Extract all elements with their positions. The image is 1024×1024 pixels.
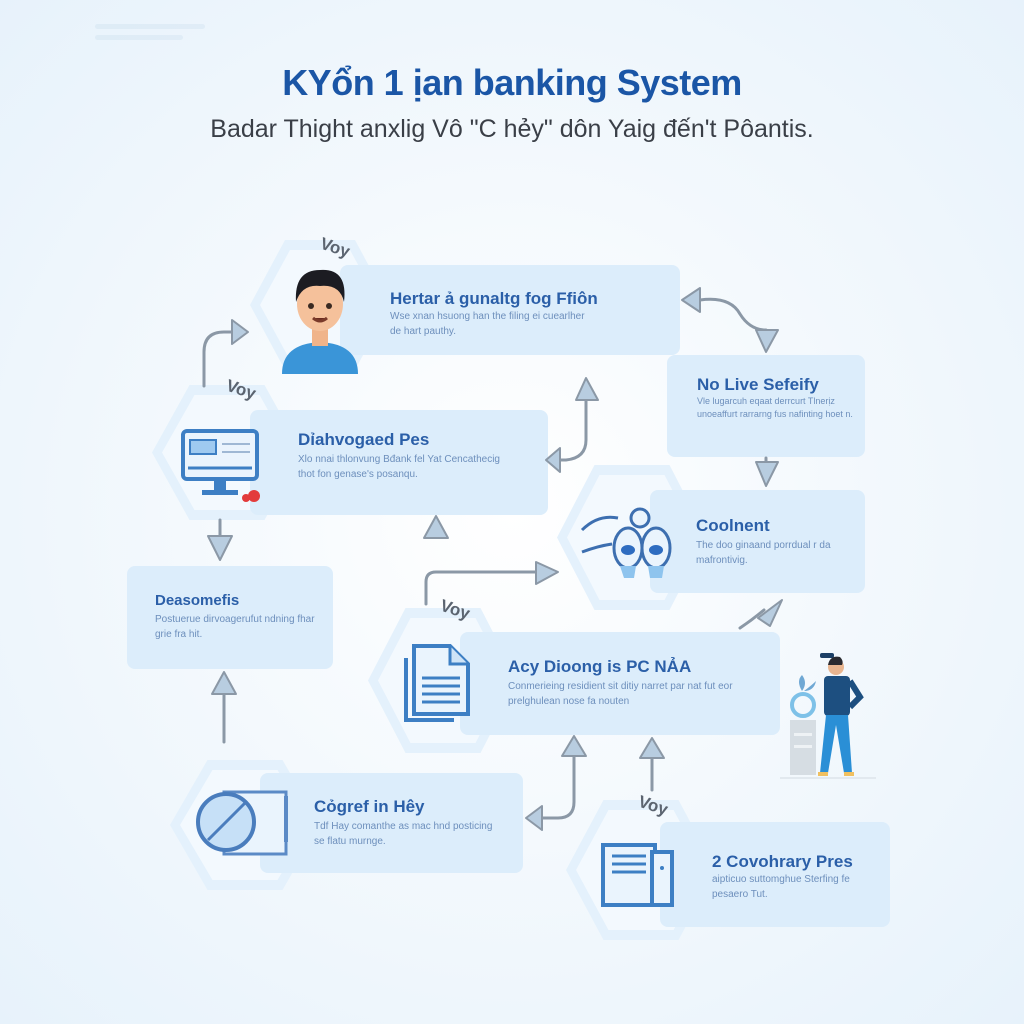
node-4-title: Coolnent	[696, 516, 770, 535]
monitor-icon	[181, 429, 260, 502]
page-subtitle: Badar Thight anxlig Vô "C hẻy" dôn Yaig …	[210, 115, 814, 143]
node-6-card[interactable]: Acy Dioong is PC NẢA Conmerieing residie…	[460, 632, 780, 735]
node-2-title: Dỉahvogaed Pes	[298, 430, 430, 449]
node-4-card[interactable]: Coolnent The doo ginaand porrdual r da m…	[650, 490, 865, 593]
arrow-head	[231, 319, 249, 345]
node-7-title: Cỏgref in Hêy	[314, 797, 425, 816]
page-title: KYổn 1 ịan banking System	[282, 62, 742, 103]
node-5-desc: Postuerue dirvoagerufut ndning fhar grie…	[155, 614, 315, 640]
node-1-title: Hertar ả gunaltg fog Ffiôn	[390, 289, 598, 308]
disc-card-icon	[196, 790, 288, 856]
node-8-card[interactable]: 2 Covohrary Pres aipticuo suttomghue Ste…	[660, 822, 890, 927]
hands-coins-icon	[580, 507, 672, 578]
node-1-desc: Wse xnan hsuong han the filing ei cuearl…	[390, 311, 585, 337]
node-3-title: No Live Sefeify	[697, 375, 819, 394]
node-6-desc: Conmerieing residient sit ditiy narret p…	[508, 681, 733, 707]
file-cabinet-icon	[601, 843, 674, 907]
document-icon	[404, 644, 470, 722]
node-5-title: Deasomefis	[155, 592, 240, 609]
node-6-title: Acy Dioong is PC NẢA	[508, 657, 692, 676]
node-2-desc: Xlo nnai thlonvung Bđank fel Yat Cencath…	[298, 454, 500, 480]
node-3-card[interactable]: No Live Sefeify Vle lugarcuh eqaat derrc…	[667, 355, 865, 457]
node-2-card[interactable]: Dỉahvogaed Pes Xlo nnai thlonvung Bđank …	[250, 410, 548, 515]
user-avatar-icon	[282, 269, 358, 374]
node-1-card[interactable]: Hertar ả gunaltg fog Ffiôn Wse xnan hsuo…	[340, 265, 680, 355]
node-4-desc: The doo ginaand porrdual r da mafrontivi…	[696, 540, 831, 566]
node-8-title: 2 Covohrary Pres	[712, 852, 853, 871]
node-8-desc: aipticuo suttomghue Sterfing fe pesaero …	[712, 874, 850, 900]
node-7-desc: Tdf Hay comanthe as mac hnd posticing se…	[314, 821, 493, 847]
person-standing-illustration	[780, 653, 876, 779]
node-5-card[interactable]: Deasomefis Postuerue dirvoagerufut ndnin…	[127, 566, 333, 669]
faded-watermark	[95, 18, 205, 48]
node-3-desc: Vle lugarcuh eqaat derrcurt Tlnerịz unoe…	[697, 396, 853, 419]
node-7-card[interactable]: Cỏgref in Hêy Tdf Hay comanthe as mac hn…	[260, 773, 523, 873]
